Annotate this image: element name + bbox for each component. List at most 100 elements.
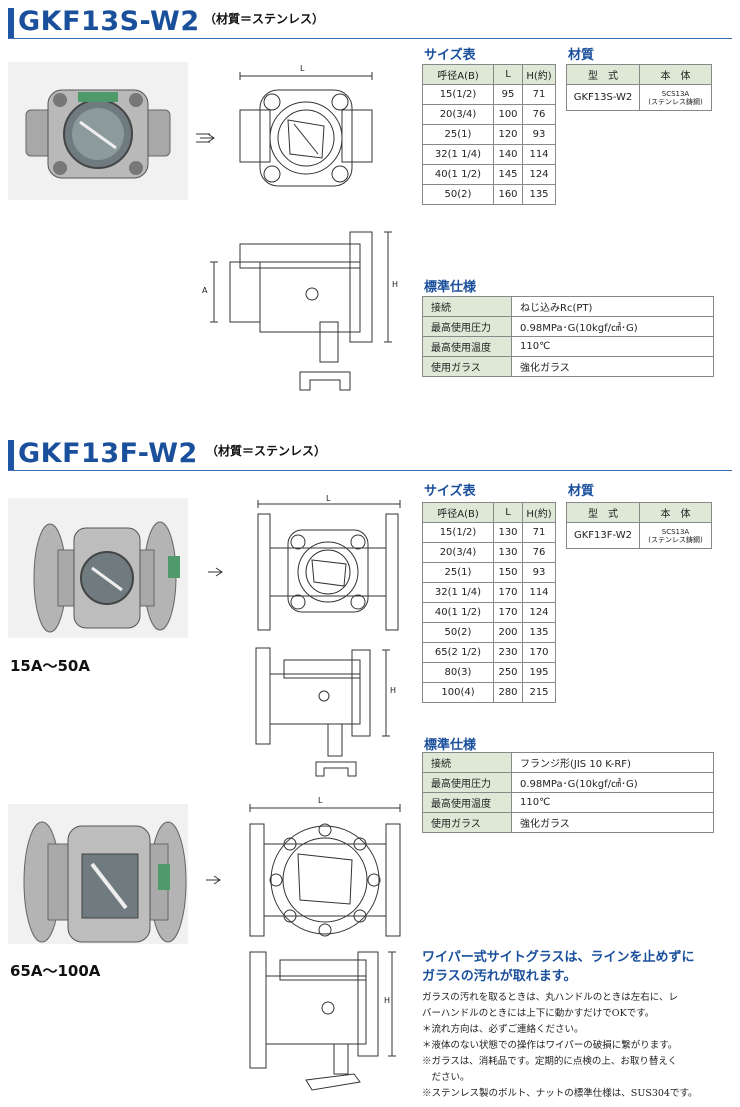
section2-title: GKF13F-W2 bbox=[18, 438, 198, 469]
table-header-row: 呼径A(B) L H(約) bbox=[422, 502, 556, 523]
spec-value: 110℃ bbox=[511, 792, 714, 813]
section2-dim-L-large: L bbox=[318, 796, 323, 805]
section1-front-drawing: L bbox=[192, 64, 402, 204]
section2-dim-L-small: L bbox=[326, 494, 331, 503]
spec-label: 最高使用圧力 bbox=[422, 772, 512, 793]
section1-size-heading: サイズ表 bbox=[424, 48, 476, 63]
col-header-H: H(約) bbox=[522, 64, 556, 85]
table-row: 使用ガラス強化ガラス bbox=[422, 812, 714, 833]
cell: 80(3) bbox=[422, 662, 494, 683]
cell: 40(1 1/2) bbox=[422, 164, 494, 185]
section1-divider bbox=[8, 38, 732, 39]
section2-subtitle: （材質＝ステンレス） bbox=[206, 444, 327, 458]
table-row: GKF13F-W2 SCS13A(ステンレス鋳鋼) bbox=[566, 522, 712, 549]
col-header-body: 本 体 bbox=[639, 64, 712, 85]
cell: 124 bbox=[522, 602, 556, 623]
section1-side-drawing: A H bbox=[200, 222, 410, 402]
spec-value: 110℃ bbox=[511, 336, 714, 357]
cell: 65(2 1/2) bbox=[422, 642, 494, 663]
section2-material-heading: 材質 bbox=[568, 484, 595, 499]
cell: 15(1/2) bbox=[422, 84, 494, 105]
cell: 130 bbox=[493, 542, 523, 563]
note-line: ガラスの汚れを取るときは、丸ハンドルのときは左右に、レ bbox=[422, 992, 679, 1003]
wiper-notes: ガラスの汚れを取るときは、丸ハンドルのときは左右に、レ バーハンドルのときには上… bbox=[422, 990, 698, 1102]
cell: 230 bbox=[493, 642, 523, 663]
cell: 160 bbox=[493, 184, 523, 205]
cell: 76 bbox=[522, 542, 556, 563]
col-header-model: 型 式 bbox=[566, 502, 640, 523]
note-line: ＊流れ方向は、必ずご連絡ください。 bbox=[422, 1024, 584, 1035]
cell: 170 bbox=[493, 602, 523, 623]
cell: 50(2) bbox=[422, 622, 494, 643]
cell: 71 bbox=[522, 522, 556, 543]
note-line: バーハンドルのときには上下に動かすだけでOKです。 bbox=[422, 1008, 655, 1019]
cell: 135 bbox=[522, 622, 556, 643]
cell: 93 bbox=[522, 562, 556, 583]
cell: 114 bbox=[522, 582, 556, 603]
col-header-L: L bbox=[493, 502, 523, 523]
wiper-headline: ワイパー式サイトグラスは、ラインを止めずに ガラスの汚れが取れます。 bbox=[422, 948, 694, 986]
cell: 145 bbox=[493, 164, 523, 185]
spec-value: フランジ形(JIS 10 K-RF) bbox=[511, 752, 714, 773]
section2-size-heading: サイズ表 bbox=[424, 484, 476, 499]
table-header-row: 型 式 本 体 bbox=[566, 502, 712, 523]
section2-dim-H-large: H bbox=[384, 996, 391, 1005]
spec-label: 接続 bbox=[422, 296, 512, 317]
section2-dim-H-small: H bbox=[390, 686, 397, 695]
cell: 250 bbox=[493, 662, 523, 683]
cell: 140 bbox=[493, 144, 523, 165]
section1-spec-heading: 標準仕様 bbox=[424, 280, 477, 295]
note-line: ※ガラスは、消耗品です。定期的に点検の上、お取り替えく bbox=[422, 1056, 678, 1067]
cell: 25(1) bbox=[422, 124, 494, 145]
section2-material-table: 型 式 本 体 GKF13F-W2 SCS13A(ステンレス鋳鋼) bbox=[566, 502, 712, 549]
section2-range-small: 15A〜50A bbox=[10, 657, 90, 675]
col-header-H: H(約) bbox=[522, 502, 556, 523]
wiper-headline-line2: ガラスの汚れが取れます。 bbox=[422, 969, 577, 984]
section1-product-photo bbox=[8, 62, 188, 200]
cell: 25(1) bbox=[422, 562, 494, 583]
cell: 100 bbox=[493, 104, 523, 125]
col-header-size: 呼径A(B) bbox=[422, 64, 494, 85]
cell: 124 bbox=[522, 164, 556, 185]
table-row: 使用ガラス強化ガラス bbox=[422, 356, 714, 377]
cell: 114 bbox=[522, 144, 556, 165]
cell: 150 bbox=[493, 562, 523, 583]
col-header-model: 型 式 bbox=[566, 64, 640, 85]
wiper-headline-line1: ワイパー式サイトグラスは、ラインを止めずに bbox=[422, 950, 695, 965]
cell: 120 bbox=[493, 124, 523, 145]
spec-label: 最高使用温度 bbox=[422, 336, 512, 357]
cell: 200 bbox=[493, 622, 523, 643]
spec-label: 使用ガラス bbox=[422, 812, 512, 833]
cell: 100(4) bbox=[422, 682, 494, 703]
cell-body: SCS13A(ステンレス鋳鋼) bbox=[639, 522, 712, 549]
cell-body: SCS13A(ステンレス鋳鋼) bbox=[639, 84, 712, 111]
section1-material-heading: 材質 bbox=[568, 48, 595, 63]
table-header-row: 呼径A(B) L H(約) bbox=[422, 64, 556, 85]
cell: 40(1 1/2) bbox=[422, 602, 494, 623]
cell: 95 bbox=[493, 84, 523, 105]
cell: 32(1 1/4) bbox=[422, 144, 494, 165]
table-row: 接続フランジ形(JIS 10 K-RF) bbox=[422, 752, 714, 773]
section1-header-bar bbox=[8, 8, 14, 38]
cell: 280 bbox=[493, 682, 523, 703]
cell: 32(1 1/4) bbox=[422, 582, 494, 603]
section2-front-drawing-large: L bbox=[200, 796, 410, 940]
note-line: ださい。 bbox=[422, 1072, 470, 1083]
section2-range-large: 65A〜100A bbox=[10, 962, 101, 980]
section2-front-drawing-small: L bbox=[200, 494, 410, 634]
section1-subtitle: （材質＝ステンレス） bbox=[204, 12, 325, 26]
section2-header-bar bbox=[8, 440, 14, 470]
